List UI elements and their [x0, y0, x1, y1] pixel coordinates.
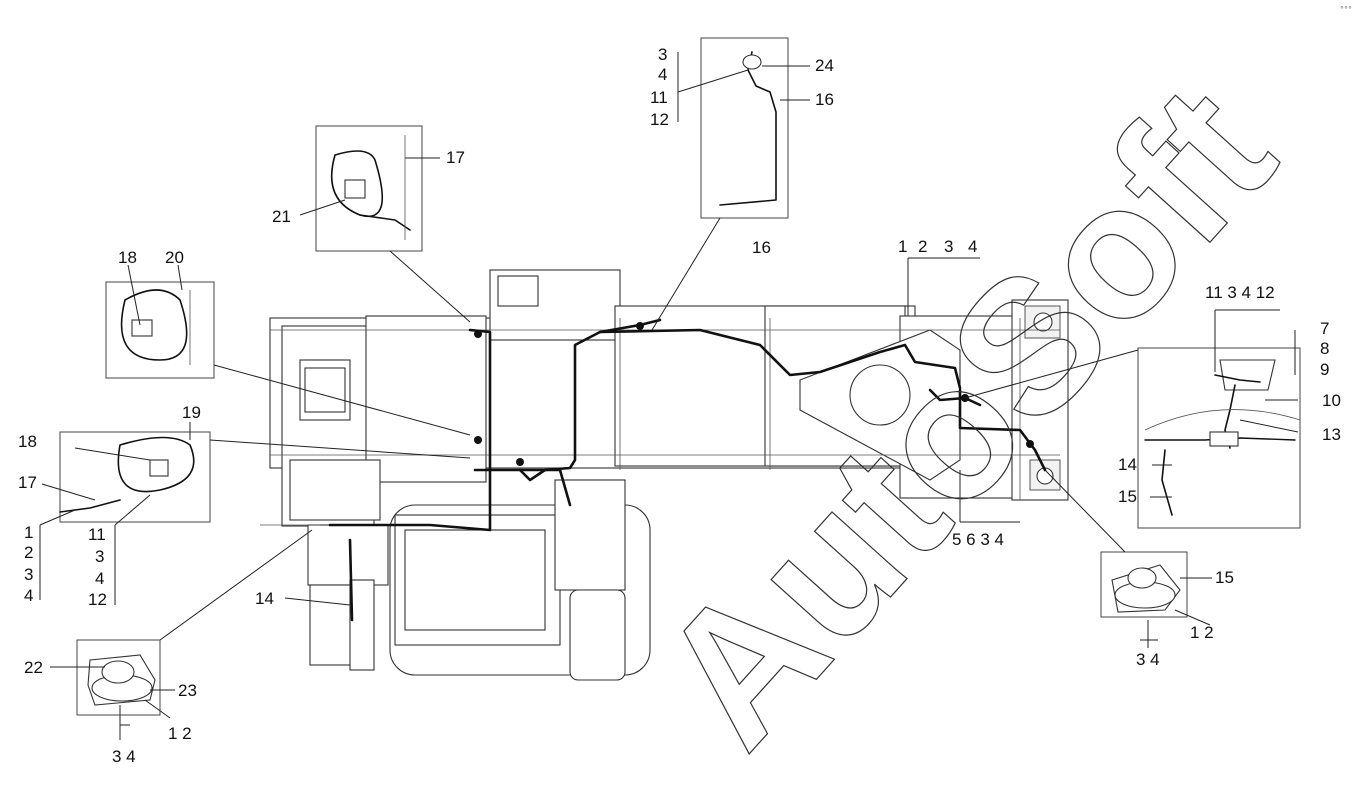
callout-17-lower: 17 [18, 473, 37, 492]
callout-23: 23 [178, 681, 197, 700]
callout-20: 20 [165, 248, 184, 267]
callout-2-left: 2 [24, 543, 33, 562]
callout-4-top-frame: 4 [968, 237, 977, 256]
callout-12-left: 12 [88, 590, 107, 609]
callout-4-left-b: 4 [95, 569, 104, 588]
detail-box-lamp-15 [1044, 469, 1188, 618]
callout-3-left-b: 3 [95, 547, 104, 566]
callout-3-4-bottom-left: 3 4 [112, 747, 136, 766]
callout-14-left: 14 [255, 589, 274, 608]
callout-1-2-bottom-right: 1 2 [1190, 623, 1214, 642]
callout-22: 22 [24, 658, 43, 677]
callout-7: 7 [1320, 319, 1329, 338]
callout-15-lower: 15 [1215, 568, 1234, 587]
detail-box-right-assembly [964, 347, 1301, 529]
callout-24: 24 [815, 56, 834, 75]
callout-1-left: 1 [24, 523, 33, 542]
callout-10: 10 [1322, 391, 1341, 410]
detail-box-lamp-17-18-19 [59, 431, 471, 523]
callout-8: 8 [1320, 339, 1329, 358]
callout-1-top: 1 [898, 237, 907, 256]
callout-21: 21 [272, 207, 291, 226]
callout-18-upper: 18 [118, 248, 137, 267]
chassis-frame [260, 269, 1069, 681]
callout-11-left: 11 [88, 525, 106, 544]
callout-4-left: 4 [24, 586, 33, 605]
callout-4-top: 4 [658, 65, 667, 84]
callout-3-top: 3 [658, 45, 667, 64]
callout-2-top: 2 [918, 237, 927, 256]
callout-9: 9 [1320, 360, 1329, 379]
detail-box-lamp-upper [651, 37, 789, 331]
callout-3-4-bottom-right: 3 4 [1136, 650, 1160, 669]
callout-3-top-frame: 3 [944, 237, 953, 256]
callout-3-left: 3 [24, 565, 33, 584]
callout-12-top: 12 [650, 110, 669, 129]
callout-13: 13 [1322, 425, 1341, 444]
callout-16-upper: 16 [815, 90, 834, 109]
callout-16-lower: 16 [752, 238, 771, 257]
callout-17-upper: 17 [446, 148, 465, 167]
callout-11-3-4-12: 11 3 4 12 [1205, 283, 1275, 302]
callout-14-right: 14 [1118, 455, 1137, 474]
callout-18-lower: 18 [18, 432, 37, 451]
callout-15-right: 15 [1118, 487, 1137, 506]
detail-box-lamp-18-20 [105, 281, 471, 436]
corner-mark: °°° [1340, 5, 1352, 14]
callout-5-6-3-4: 5 6 3 4 [952, 530, 1004, 549]
callout-19: 19 [182, 403, 201, 422]
callout-1-2-bottom-left: 1 2 [168, 724, 192, 743]
detail-box-lamp-17-21 [315, 125, 471, 323]
leader-lines [39, 52, 1299, 740]
callout-11-top: 11 [650, 88, 668, 107]
